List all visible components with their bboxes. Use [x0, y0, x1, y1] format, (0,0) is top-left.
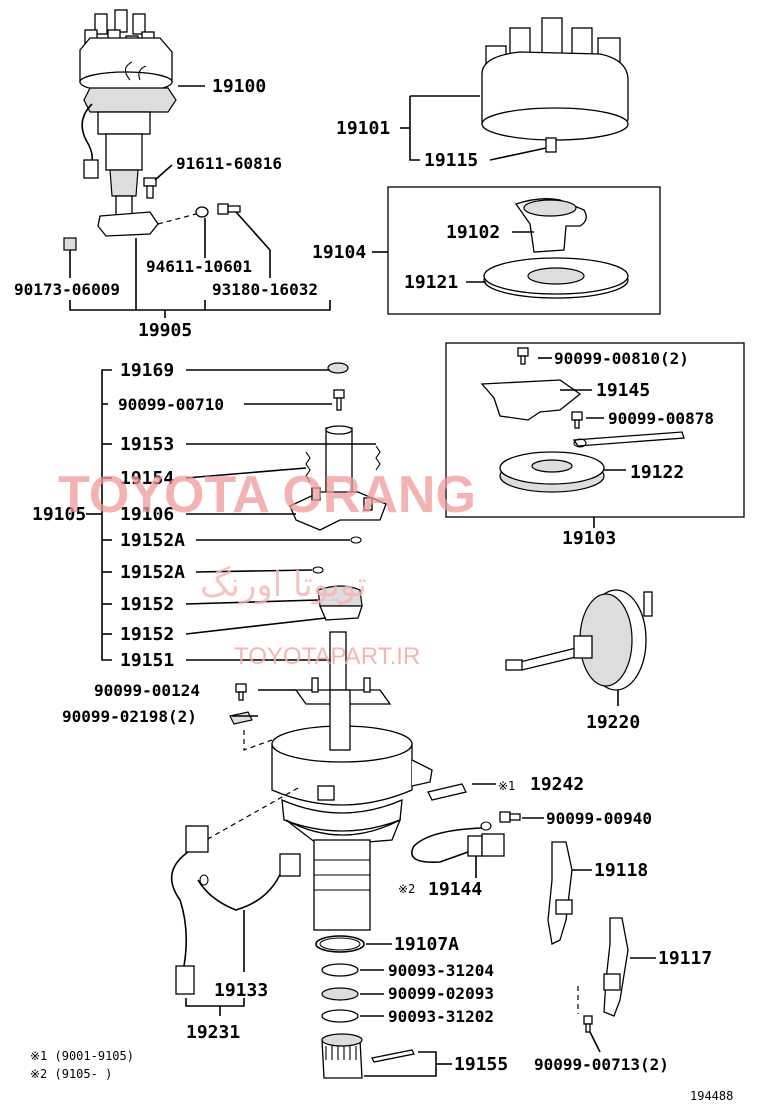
label-19107A: 19107A [394, 934, 459, 955]
label-19151: 19151 [120, 650, 174, 671]
label-19133: 19133 [214, 980, 268, 1001]
label-19144-mark: ※2 [398, 882, 415, 896]
label-19152A-upper: 19152A [120, 530, 185, 551]
kit-19104-box [387, 186, 661, 315]
contact-clip-illustration [427, 783, 467, 801]
label-94611-10601: 94611-10601 [146, 257, 252, 276]
label-90099-00124: 90099-00124 [94, 681, 200, 700]
vacuum-advancer-illustration [505, 589, 653, 691]
governor-clip-illustration [547, 841, 629, 1033]
wiring-harness-illustration [170, 787, 301, 995]
label-93180-16032: 93180-16032 [212, 280, 318, 299]
label-19100: 19100 [212, 76, 266, 97]
label-19145: 19145 [596, 380, 650, 401]
label-90173-06009: 90173-06009 [14, 280, 120, 299]
label-19153: 19153 [120, 434, 174, 455]
label-19101: 19101 [336, 118, 390, 139]
label-19152A-lower: 19152A [120, 562, 185, 583]
label-19106: 19106 [120, 504, 174, 525]
kit-19103-box [445, 342, 745, 518]
label-19169: 19169 [120, 360, 174, 381]
watermark-brand: TOYOTA ORANG [58, 466, 476, 524]
o-ring-and-washers-illustration [315, 935, 415, 1079]
label-90093-31202: 90093-31202 [388, 1007, 494, 1026]
label-19152-lower: 19152 [120, 624, 174, 645]
label-19154: 19154 [120, 468, 174, 489]
rotor-illustration [514, 198, 587, 253]
document-number: 194488 [690, 1089, 733, 1103]
distributor-cap-illustration [481, 17, 629, 153]
watermark-persian: تویوتا اورنگ [200, 565, 367, 605]
label-19144: 19144 [428, 879, 482, 900]
label-91611-60816: 91611-60816 [176, 154, 282, 173]
label-19122: 19122 [630, 462, 684, 483]
label-19121: 19121 [404, 272, 458, 293]
label-19231: 19231 [186, 1022, 240, 1043]
label-90099-00713: 90099-00713(2) [534, 1055, 669, 1074]
label-19152-upper: 19152 [120, 594, 174, 615]
label-90099-00710: 90099-00710 [118, 395, 224, 414]
label-19155: 19155 [454, 1054, 508, 1075]
label-90099-02198: 90099-02198(2) [62, 707, 197, 726]
label-19242: 19242 [530, 774, 584, 795]
label-90099-00810: 90099-00810(2) [554, 349, 689, 368]
label-19118: 19118 [594, 860, 648, 881]
distributor-assembly-illustration [63, 9, 241, 251]
breaker-plate-illustration [480, 347, 685, 493]
label-90093-31204: 90093-31204 [388, 961, 494, 980]
label-19117: 19117 [658, 948, 712, 969]
label-19102: 19102 [446, 222, 500, 243]
footnote-2: ※2 (9105- ) [30, 1067, 112, 1081]
lead-wire-illustration [411, 821, 505, 863]
watermark-url: TOYOTAPART.IR [234, 643, 420, 670]
label-19104: 19104 [312, 242, 366, 263]
label-19905: 19905 [138, 320, 192, 341]
footnote-1: ※1 (9001-9105) [30, 1049, 134, 1063]
label-90099-00940: 90099-00940 [546, 809, 652, 828]
governor-parts-illustration [289, 362, 392, 705]
label-19105: 19105 [32, 504, 86, 525]
label-19103: 19103 [562, 528, 616, 549]
label-19242-mark: ※1 [498, 779, 515, 793]
dust-proof-packing-illustration [483, 257, 629, 299]
distributor-housing-illustration [229, 683, 433, 931]
label-90099-00878: 90099-00878 [608, 409, 714, 428]
label-19115: 19115 [424, 150, 478, 171]
label-90099-02093: 90099-02093 [388, 984, 494, 1003]
label-19220: 19220 [586, 712, 640, 733]
